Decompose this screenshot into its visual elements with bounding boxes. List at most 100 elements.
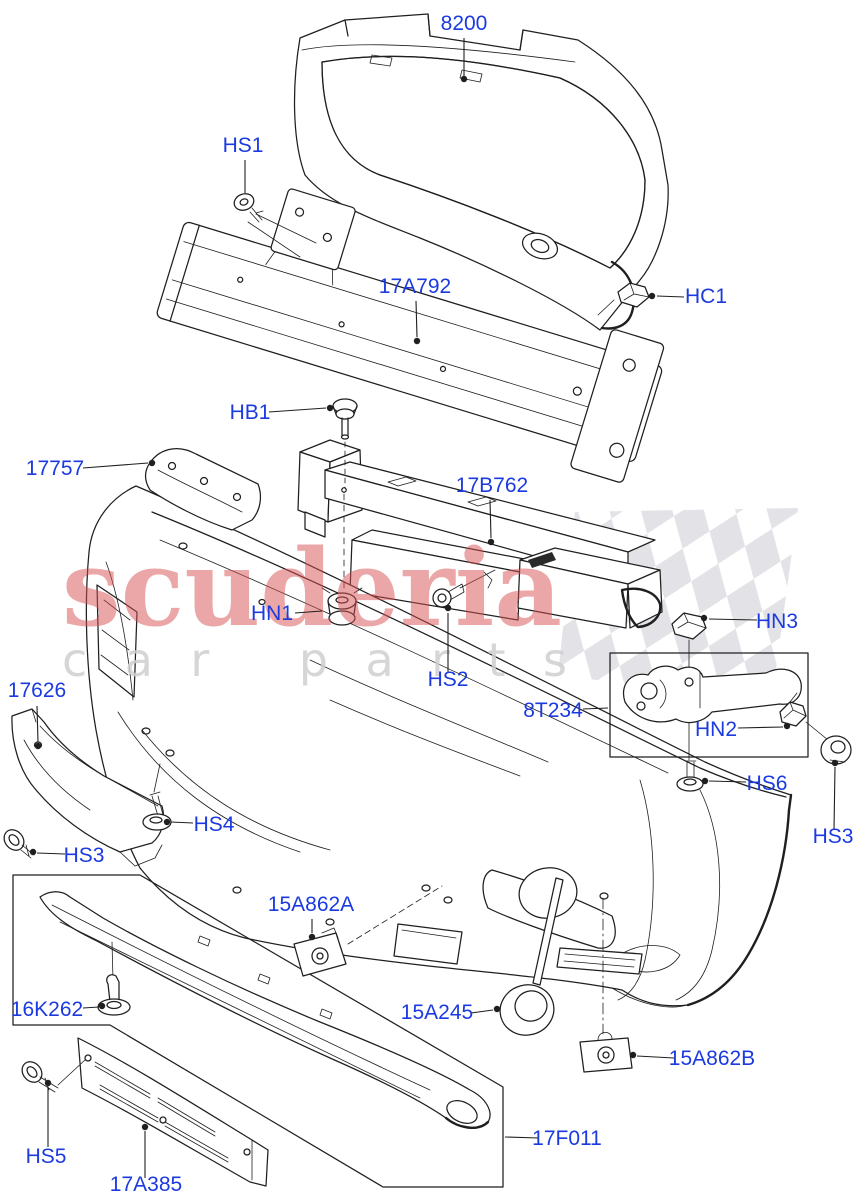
part-label-hs2[interactable]: HS2 <box>428 668 469 691</box>
part-label-group-hc1: HC1 <box>648 285 727 308</box>
part-label-hs3r[interactable]: HS3 <box>813 825 854 848</box>
part-label-group-hs6: HS6 <box>701 772 788 795</box>
part-label-p8200[interactable]: 8200 <box>441 12 488 35</box>
leader-dot <box>141 1123 149 1131</box>
leader-line <box>82 1006 100 1009</box>
part-label-p8t234[interactable]: 8T234 <box>523 699 583 722</box>
part-label-p15a862b[interactable]: 15A862B <box>669 1047 755 1070</box>
leader-line <box>582 707 609 710</box>
bumper-bracket-17757 <box>144 448 262 531</box>
part-label-hn3[interactable]: HN3 <box>756 610 798 633</box>
part-label-p16k262[interactable]: 16K262 <box>11 998 83 1021</box>
part-label-group-p17a385: 17A385 <box>110 1123 182 1196</box>
hs3-right-grommet <box>820 735 852 765</box>
hs2-screw <box>432 569 496 608</box>
leader-line <box>415 300 418 338</box>
part-label-group-p15a862b: 15A862B <box>629 1047 755 1070</box>
part-label-hs6[interactable]: HS6 <box>747 772 788 795</box>
leader-line <box>36 852 66 855</box>
part-label-hs4[interactable]: HS4 <box>194 813 235 836</box>
leader-dot <box>648 292 656 300</box>
part-label-group-p17a792: 17A792 <box>379 275 451 345</box>
part-label-hn2[interactable]: HN2 <box>695 718 737 741</box>
leader-line <box>268 407 327 413</box>
part-label-p17757[interactable]: 17757 <box>26 457 84 480</box>
hs6-pin <box>676 760 704 792</box>
part-label-group-p16k262: 16K262 <box>11 998 106 1021</box>
part-label-group-hs2: HS2 <box>428 604 469 691</box>
hn1-nut <box>321 587 363 626</box>
leader-line <box>470 1009 494 1014</box>
part-label-hs3l[interactable]: HS3 <box>64 844 105 867</box>
part-label-hn1[interactable]: HN1 <box>251 602 293 625</box>
part-label-hb1[interactable]: HB1 <box>230 401 271 424</box>
bumper-cover-part <box>85 485 793 1008</box>
clip-15a862a <box>293 885 443 977</box>
part-label-group-hn1: HN1 <box>251 602 323 625</box>
part-label-p17b762[interactable]: 17B762 <box>456 474 528 497</box>
hn2-clip <box>779 701 829 741</box>
leader-dot <box>783 722 791 730</box>
hs4-screw <box>142 763 172 831</box>
part-label-p17f011[interactable]: 17F011 <box>532 1127 602 1150</box>
leader-dot <box>629 1051 637 1059</box>
leader-dot <box>308 933 316 941</box>
leader-line <box>636 1055 675 1059</box>
leader-dot <box>413 337 421 345</box>
part-label-p17a792[interactable]: 17A792 <box>379 275 451 298</box>
leader-dot <box>34 742 42 750</box>
leader-dot <box>493 1005 501 1013</box>
part-label-group-hn2: HN2 <box>695 718 791 741</box>
part-label-group-hs3r: HS3 <box>813 759 854 848</box>
part-label-group-hs5: HS5 <box>26 1079 67 1168</box>
part-label-group-hb1: HB1 <box>230 401 334 424</box>
part-label-hs5[interactable]: HS5 <box>26 1145 67 1168</box>
leader-dot <box>29 848 37 856</box>
part-label-p15a862a[interactable]: 15A862A <box>268 893 354 916</box>
part-label-p15a245[interactable]: 15A245 <box>401 1001 473 1024</box>
part-label-group-p17626: 17626 <box>8 679 66 750</box>
part-label-hs1[interactable]: HS1 <box>223 134 264 157</box>
part-label-group-p15a245: 15A245 <box>401 1001 501 1024</box>
leader-line <box>737 726 784 729</box>
part-label-group-p17b762: 17B762 <box>456 474 528 546</box>
leader-line <box>82 462 149 469</box>
watermark-tagline-text: car parts <box>62 633 567 687</box>
leader-dot <box>163 818 171 826</box>
part-label-hc1[interactable]: HC1 <box>685 285 727 308</box>
part-label-group-p17f011: 17F011 <box>504 1127 602 1150</box>
part-label-group-p17757: 17757 <box>26 457 156 480</box>
hn3-clip <box>671 612 707 640</box>
hs5-screw <box>21 1059 86 1093</box>
watermark-brand-text: scuderia <box>62 525 562 650</box>
leader-dot <box>44 1079 52 1087</box>
bumper-beam-part <box>156 188 665 483</box>
grille-part <box>293 13 669 331</box>
lower-grille-group-box <box>12 874 504 1188</box>
leader-dot <box>444 604 452 612</box>
plate-plinth-17a385 <box>77 1037 269 1187</box>
watermark-layer: scuderia car parts <box>62 525 567 687</box>
leader-line <box>708 780 747 783</box>
part-label-p17626[interactable]: 17626 <box>8 679 66 702</box>
leader-dot <box>700 614 708 622</box>
part-label-group-p15a862a: 15A862A <box>268 893 354 941</box>
leader-line <box>833 766 836 830</box>
leader-dot <box>148 459 156 467</box>
part-label-group-p8200: 8200 <box>441 12 488 83</box>
side-bracket-8t234 <box>622 639 802 761</box>
leader-dot <box>460 75 468 83</box>
leader-line <box>708 618 758 621</box>
hs3-left-screw <box>3 829 35 859</box>
leader-dot <box>326 404 334 412</box>
clip-15a862b <box>579 897 633 1073</box>
part-label-p17a385[interactable]: 17A385 <box>110 1173 182 1196</box>
leader-dot <box>98 1002 106 1010</box>
leader-line <box>36 705 39 743</box>
leader-line <box>294 610 323 614</box>
hs1-screw <box>233 193 317 258</box>
side-bracket-group-box <box>609 652 809 758</box>
leader-dot <box>701 777 709 785</box>
